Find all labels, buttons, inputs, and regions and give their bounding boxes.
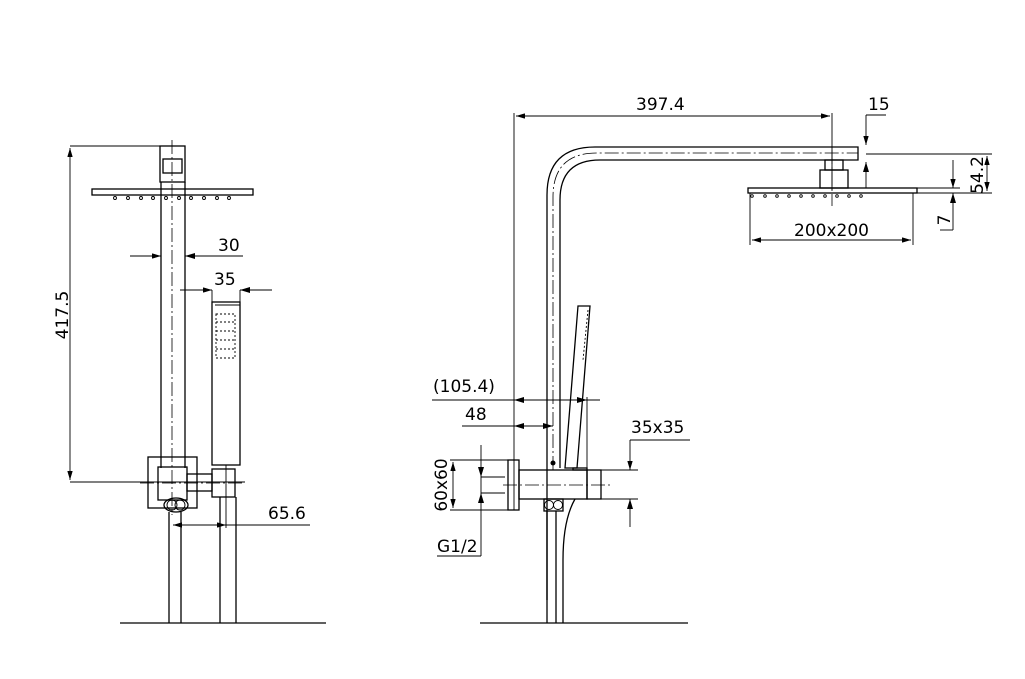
arm-thickness-dimension: 15	[868, 95, 890, 115]
shower-head	[747, 187, 918, 194]
pole-offset-dimension: 48	[465, 405, 487, 425]
holder-offset-dimension: (105.4)	[433, 377, 495, 397]
shower-arm	[546, 146, 859, 600]
hose-spacing-dimension: 65.6	[268, 504, 306, 524]
ceiling-connector	[159, 145, 186, 183]
front-view: 397.4 15 200x200 54.2 7	[432, 95, 992, 624]
hand-shower-width-dimension: 35	[214, 270, 236, 290]
head-thickness-dimension: 7	[935, 215, 955, 226]
shower-head	[91, 188, 254, 196]
side-view: 417.5 30 35	[53, 140, 326, 624]
pole-width-dimension: 30	[218, 236, 240, 256]
valve-body	[518, 469, 588, 500]
arm-reach-dimension: 397.4	[636, 95, 685, 115]
thread-dimension: G1/2	[437, 537, 478, 557]
wall-plate	[147, 456, 198, 509]
diverter-knob	[543, 498, 564, 512]
valve-size-dimension: 35x35	[631, 418, 684, 438]
diverter-knob	[163, 497, 189, 513]
height-dimension: 417.5	[53, 291, 73, 340]
head-size-dimension: 200x200	[794, 221, 869, 241]
head-drop-dimension: 54.2	[968, 156, 988, 194]
valve-body	[157, 466, 188, 501]
wall-plate-dimension: 60x60	[432, 458, 452, 511]
